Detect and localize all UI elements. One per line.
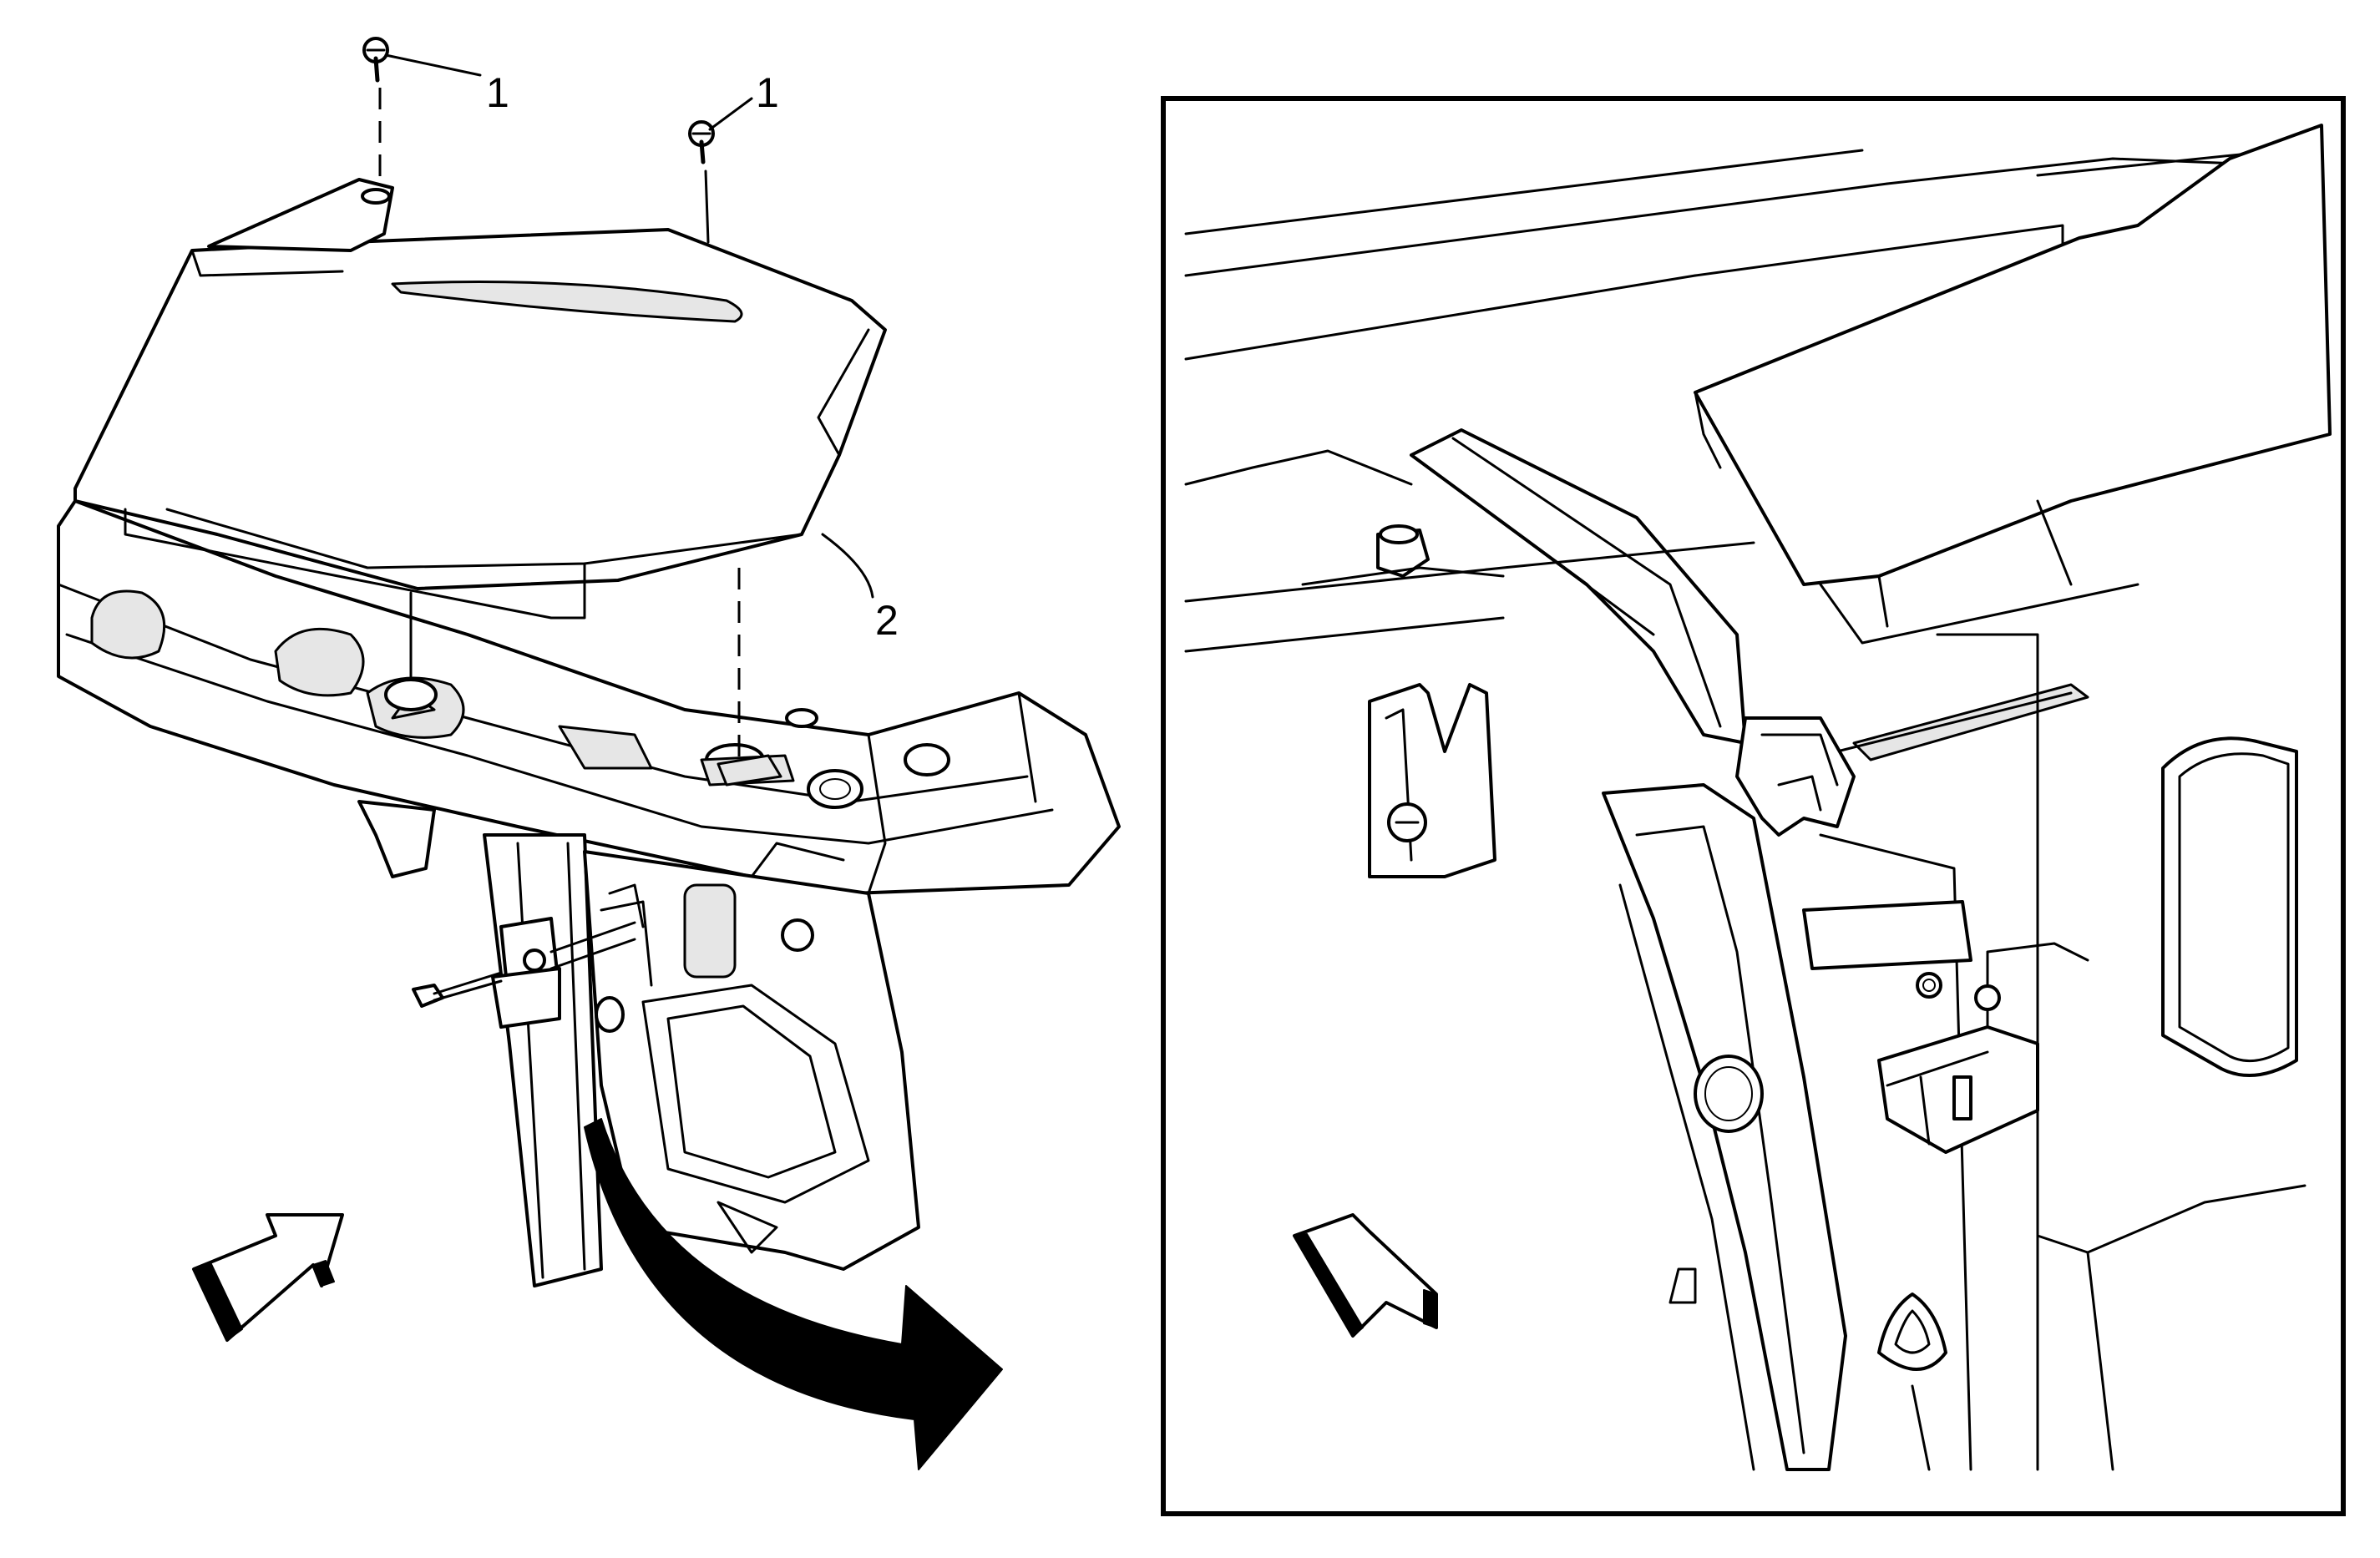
callout-2: 2 [875, 597, 899, 644]
side-panel [483, 833, 920, 1287]
leader-1a [384, 53, 482, 77]
latch-bracket [412, 900, 653, 1029]
callout-1-left: 1 [486, 69, 509, 116]
leader-2 [821, 533, 874, 599]
main-view: 1 1 2 [57, 37, 1121, 1470]
front-direction-arrow-left [192, 1213, 344, 1342]
rotation-arrow [584, 1118, 1003, 1470]
detail-view [1161, 96, 2346, 1516]
callout-1-right: 1 [756, 69, 779, 116]
install-line-right-top [704, 169, 710, 244]
panel-part [73, 178, 887, 620]
leader-1b [708, 97, 753, 131]
screw-left [362, 37, 389, 83]
front-direction-arrow-right [1293, 1213, 1438, 1338]
screw-right [688, 120, 715, 164]
